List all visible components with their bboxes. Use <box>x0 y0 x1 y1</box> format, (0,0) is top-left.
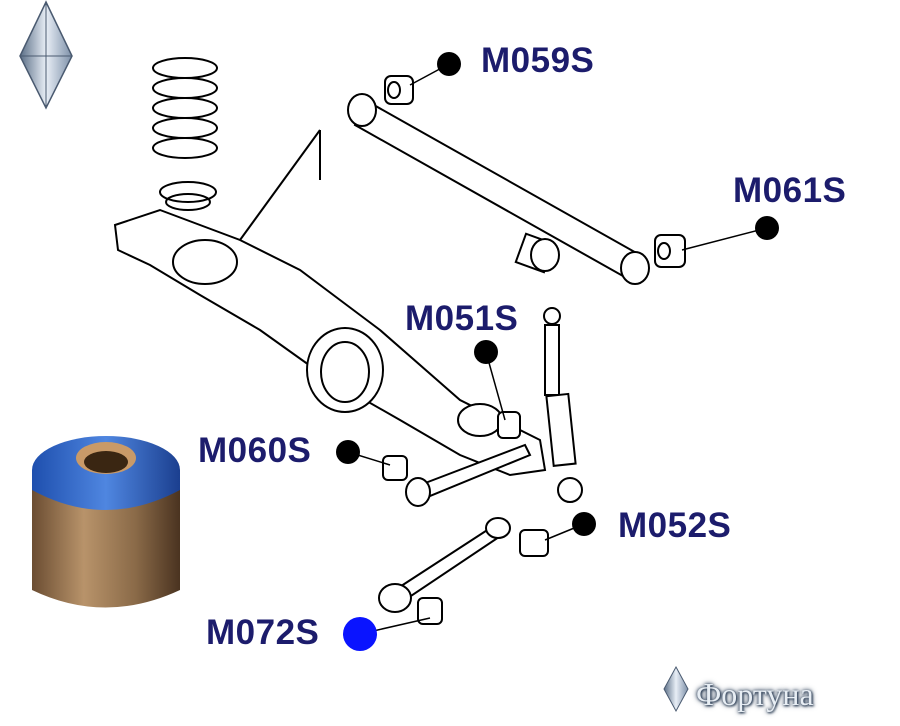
bushing-m061s <box>654 234 686 268</box>
lateral-rod <box>347 93 650 285</box>
bushing-m059s <box>384 75 414 105</box>
bushing-m060s <box>382 455 408 481</box>
shock-absorber <box>543 307 583 503</box>
marker-m052s-dot <box>572 512 596 536</box>
part-label-m061s: M061S <box>733 171 847 210</box>
logo-crystal-icon <box>19 0 73 110</box>
part-label-m052s: M052S <box>618 506 732 545</box>
part-label-m051s: M051S <box>405 299 519 338</box>
marker-m051s-dot <box>474 340 498 364</box>
bushing-m051s <box>497 411 521 439</box>
marker-m061s-dot <box>755 216 779 240</box>
marker-m072s-dot <box>343 617 377 651</box>
rear-axle <box>113 129 547 477</box>
bushing-photo <box>32 436 180 608</box>
marker-m060s-dot <box>336 440 360 464</box>
lower-control-arm <box>378 517 511 613</box>
brand-crystal-icon <box>663 665 689 713</box>
upper-control-arm <box>405 443 532 507</box>
marker-m059s-dot <box>437 52 461 76</box>
part-label-m072s: M072S <box>206 613 320 652</box>
coil-spring <box>152 57 218 211</box>
part-label-m060s: M060S <box>198 431 312 470</box>
bushing-m072s <box>417 597 443 625</box>
brand-logo-text: Фортуна <box>696 676 814 712</box>
part-label-m059s: M059S <box>481 41 595 80</box>
bushing-m052s <box>519 529 549 557</box>
